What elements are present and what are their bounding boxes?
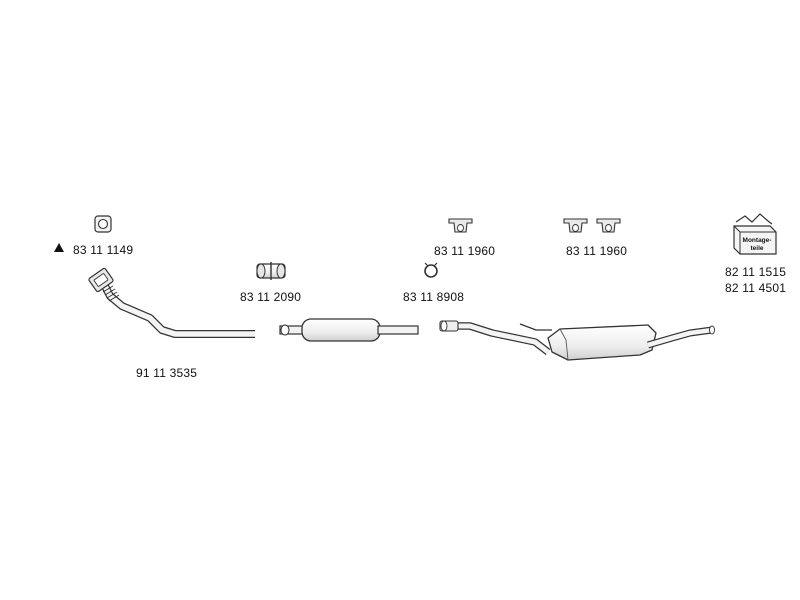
part-label-rubber-mount-center: 83 11 1960 <box>434 244 496 258</box>
part-label-pipe-clamp: 83 11 2090 <box>240 290 302 304</box>
kit-box-text-line2: teile <box>750 245 763 252</box>
kit-box-text-line1: Montage- <box>743 237 772 244</box>
part-label-mounting-kit-1: 82 11 1515 <box>725 265 787 279</box>
mounting-kit-box-icon: Montage- teile <box>733 213 777 255</box>
part-label-mounting-kit-2: 82 11 4501 <box>725 281 787 295</box>
rubber-mount-icon <box>596 218 621 233</box>
flange-gasket-icon <box>94 215 112 233</box>
part-label-rubber-mount-rear: 83 11 1960 <box>566 244 628 258</box>
rubber-mount-icon <box>563 218 588 233</box>
rubber-mount-icon <box>448 218 473 233</box>
part-label-flange-gasket: 83 11 1149 <box>73 243 134 257</box>
part-label-front-pipe: 91 11 3535 <box>136 366 198 380</box>
center-muffler <box>279 318 419 342</box>
pipe-clamp-icon <box>256 262 286 280</box>
warning-triangle-icon <box>54 243 64 252</box>
part-label-sealing-ring: 83 11 8908 <box>403 290 465 304</box>
rear-muffler <box>439 320 715 361</box>
sealing-ring-icon <box>424 262 438 278</box>
front-pipe <box>88 267 255 338</box>
